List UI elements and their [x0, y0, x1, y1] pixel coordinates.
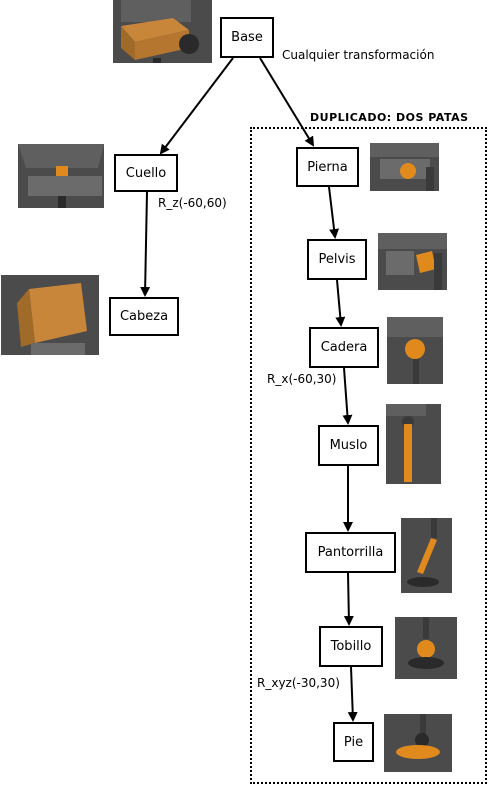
thumbnail-pierna: [370, 143, 439, 191]
node-pelvis: Pelvis: [307, 239, 367, 280]
thumbnail-muslo: [386, 404, 441, 484]
edge-pantorrilla-tobillo: [343, 572, 354, 626]
edge-base-pierna: [259, 57, 315, 147]
node-tobillo: Tobillo: [319, 626, 383, 667]
thumbnail-pie: [384, 714, 452, 772]
edge-cadera-muslo: [342, 367, 353, 425]
duplicate-group-box: [250, 127, 487, 784]
thumbnail-cabeza: [1, 275, 99, 355]
duplicate-group-title: DUPLICADO: DOS PATAS: [310, 111, 469, 124]
annotation-base: Cualquier transformación: [282, 48, 435, 62]
thumbnail-base: [113, 0, 212, 63]
edge-pierna-pelvis: [328, 186, 340, 239]
node-cabeza: Cabeza: [109, 297, 179, 336]
edge-tobillo-pie: [347, 666, 358, 722]
edge-cuello-cabeza: [140, 191, 151, 297]
node-pierna: Pierna: [296, 147, 359, 187]
thumbnail-tobillo: [395, 617, 457, 679]
annotation-cadera: R_x(-60,30): [267, 372, 337, 386]
thumbnail-pelvis: [378, 233, 447, 290]
edge-base-cuello: [159, 57, 234, 155]
annotation-cuello: R_z(-60,60): [158, 196, 227, 210]
thumbnail-pantorrilla: [401, 518, 452, 593]
node-base: Base: [220, 17, 274, 58]
thumbnail-cuello: [18, 144, 104, 208]
annotation-tobillo: R_xyz(-30,30): [257, 676, 340, 690]
node-cadera: Cadera: [309, 327, 379, 368]
edge-pelvis-cadera: [335, 279, 346, 327]
node-cuello: Cuello: [114, 154, 178, 192]
node-pantorrilla: Pantorrilla: [305, 532, 396, 573]
thumbnail-cadera: [387, 317, 443, 384]
node-muslo: Muslo: [318, 425, 379, 466]
node-pie: Pie: [333, 722, 374, 762]
